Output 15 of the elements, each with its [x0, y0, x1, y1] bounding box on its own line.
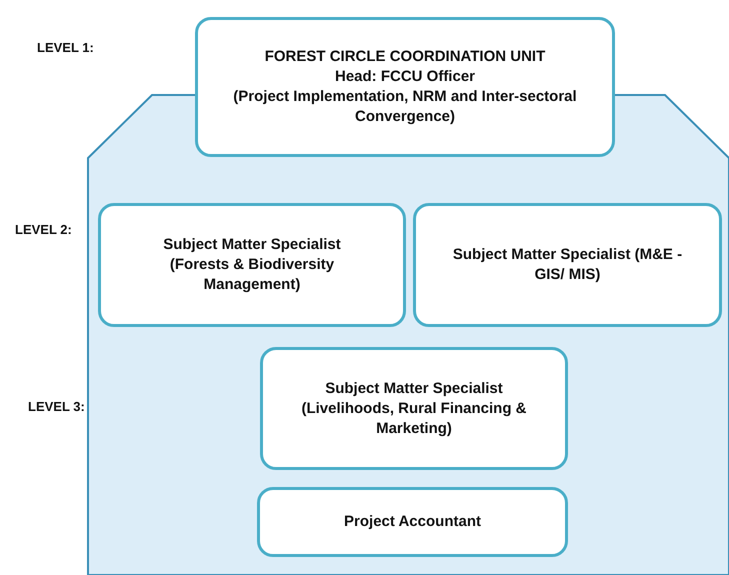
role-text: Subject Matter Specialist (Livelihoods, Rural Financing & Marketing) [300, 378, 528, 438]
level-label: LEVEL 1: [37, 40, 94, 55]
role-text: (Project Implementation, NRM and Inter-sectoral Convergence) [232, 87, 578, 127]
level-label: LEVEL 2: [15, 222, 72, 237]
role-text: Subject Matter Specialist (Forests & Biodiversity Management) [162, 235, 342, 295]
unit-heading: FOREST CIRCLE COORDINATION UNIT [264, 47, 546, 67]
role-box [98, 203, 406, 327]
role-box [413, 203, 722, 327]
level-label: LEVEL 3: [28, 399, 85, 414]
role-text: Subject Matter Specialist (M&E - GIS/ MIS) [452, 245, 684, 285]
role-text: Head: FCCU Officer [334, 67, 476, 87]
role-text: Project Accountant [344, 512, 481, 532]
role-box [257, 487, 568, 557]
role-box [195, 17, 615, 157]
role-box [260, 347, 568, 470]
